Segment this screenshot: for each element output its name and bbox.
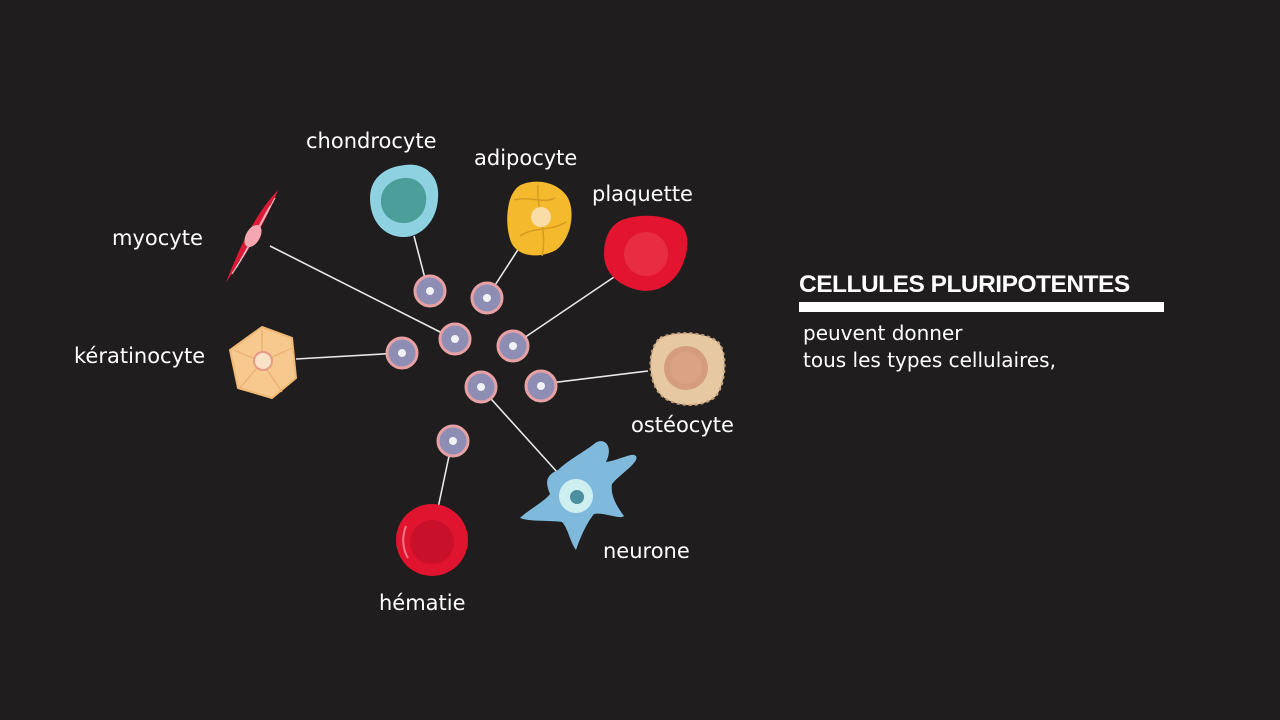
label-chondrocyte: chondrocyte	[306, 129, 437, 153]
connector-osteocyte	[541, 370, 649, 385]
headline-underline	[799, 302, 1164, 312]
label-plaquette: plaquette	[592, 182, 693, 206]
stem-cell	[496, 329, 530, 363]
stem-cell	[438, 322, 472, 356]
stem-cells	[385, 274, 558, 458]
description-line-1: peuvent donner	[803, 321, 963, 345]
stem-cell	[413, 274, 447, 308]
label-osteocyte: ostéocyte	[631, 413, 734, 437]
chondrocyte-cell	[370, 164, 439, 238]
connector-neurone	[482, 389, 559, 474]
myocyte-cell	[226, 190, 278, 282]
label-hematie: hématie	[379, 591, 466, 615]
label-adipocyte: adipocyte	[474, 146, 577, 170]
label-myocyte: myocyte	[112, 226, 203, 250]
hematie-cell	[396, 504, 468, 576]
label-neurone: neurone	[603, 539, 690, 563]
neurone-cell	[520, 441, 637, 550]
adipocyte-cell	[507, 181, 572, 257]
stem-cell	[470, 281, 504, 315]
description: peuvent donner tous les types cellulaire…	[803, 320, 1056, 374]
keratinocyte-cell	[229, 326, 297, 399]
connector-keratinocyte	[295, 352, 401, 360]
stem-cell	[385, 336, 419, 370]
connector-lines	[269, 235, 649, 509]
label-keratinocyte: kératinocyte	[74, 344, 205, 368]
plaquette-cell	[604, 215, 688, 291]
connector-myocyte	[269, 245, 453, 339]
headline: CELLULES PLURIPOTENTES	[799, 271, 1130, 298]
stem-cell	[524, 369, 558, 403]
stem-cell	[436, 424, 470, 458]
stem-cell	[464, 370, 498, 404]
osteocyte-cell	[649, 332, 726, 406]
connector-plaquette	[514, 274, 618, 345]
description-line-2: tous les types cellulaires,	[803, 348, 1056, 372]
